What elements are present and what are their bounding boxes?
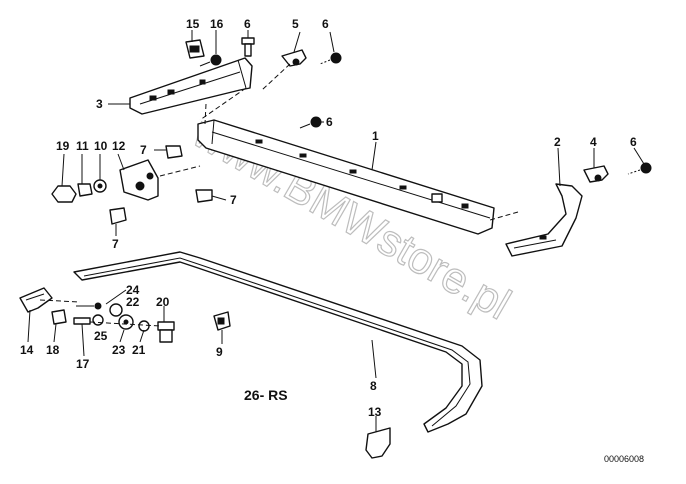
callout-8: 8 xyxy=(370,379,377,393)
callout-14: 14 xyxy=(20,343,34,357)
clip-13-part xyxy=(365,427,391,459)
callout-6-c: 6 xyxy=(326,115,333,129)
callout-7-b: 7 xyxy=(230,193,237,207)
callout-19: 19 xyxy=(56,139,70,153)
cap-19-part xyxy=(51,185,77,203)
callout-11: 11 xyxy=(76,139,89,153)
nut-18-part xyxy=(51,309,67,325)
callout-6-a: 6 xyxy=(244,17,251,31)
clip-5-part xyxy=(281,49,307,67)
callout-18: 18 xyxy=(46,343,60,357)
screw-16-part xyxy=(199,54,222,67)
nut-7-top-part xyxy=(165,145,183,159)
washer-25-part xyxy=(92,314,104,326)
bracket-3-part xyxy=(129,57,253,115)
callout-6-d: 6 xyxy=(630,135,637,149)
nut-7-mid-part xyxy=(195,189,213,203)
screw-6-top-part xyxy=(241,37,255,57)
screw-17-part xyxy=(73,317,91,325)
clip-4-part xyxy=(583,165,609,183)
nut-7-low-part xyxy=(109,207,127,225)
callout-13: 13 xyxy=(368,405,382,419)
washer-22-part xyxy=(109,303,123,317)
callout-23: 23 xyxy=(112,343,126,357)
callout-25: 25 xyxy=(94,329,108,343)
callout-15: 15 xyxy=(186,17,200,31)
callout-6-b: 6 xyxy=(322,17,329,31)
diagram-code: 00006008 xyxy=(604,454,644,464)
clip-9-part xyxy=(213,311,231,331)
leader-lines xyxy=(27,30,645,432)
spacer-23-part xyxy=(118,314,134,330)
seal-8-part xyxy=(73,251,483,433)
callout-7-a: 7 xyxy=(140,143,147,157)
bracket-14-part xyxy=(19,287,53,313)
callout-3: 3 xyxy=(96,97,103,111)
washer-21-part xyxy=(138,320,150,332)
nut-11-part xyxy=(77,183,93,197)
callout-10: 10 xyxy=(94,139,108,153)
callout-5: 5 xyxy=(292,17,299,31)
callout-21: 21 xyxy=(132,343,146,357)
bracket-12-part xyxy=(119,159,159,201)
callout-7-c: 7 xyxy=(112,237,119,251)
callout-4: 4 xyxy=(590,135,597,149)
assembly-lines xyxy=(39,63,519,327)
washer-10-part xyxy=(93,179,107,193)
rail-1-part xyxy=(197,119,495,235)
bolt-20-part xyxy=(157,321,175,343)
callout-17: 17 xyxy=(76,357,90,371)
clip-15-part xyxy=(185,39,205,59)
callout-1: 1 xyxy=(372,129,379,143)
screw-24-part xyxy=(76,302,102,310)
bracket-2-part xyxy=(505,183,583,257)
callout-22: 22 xyxy=(126,295,140,309)
screw-6-right-part xyxy=(319,52,342,65)
callout-24: 24 xyxy=(126,283,140,297)
callout-labels: 15 16 6 5 6 3 1 6 7 19 11 10 12 7 7 7 2 … xyxy=(20,17,637,419)
callout-2: 2 xyxy=(554,135,561,149)
callout-9: 9 xyxy=(216,345,223,359)
variant-caption: 26- RS xyxy=(244,387,288,403)
screw-6-far-part xyxy=(627,162,652,175)
callout-20: 20 xyxy=(156,295,170,309)
callout-12: 12 xyxy=(112,139,126,153)
callout-16: 16 xyxy=(210,17,224,31)
